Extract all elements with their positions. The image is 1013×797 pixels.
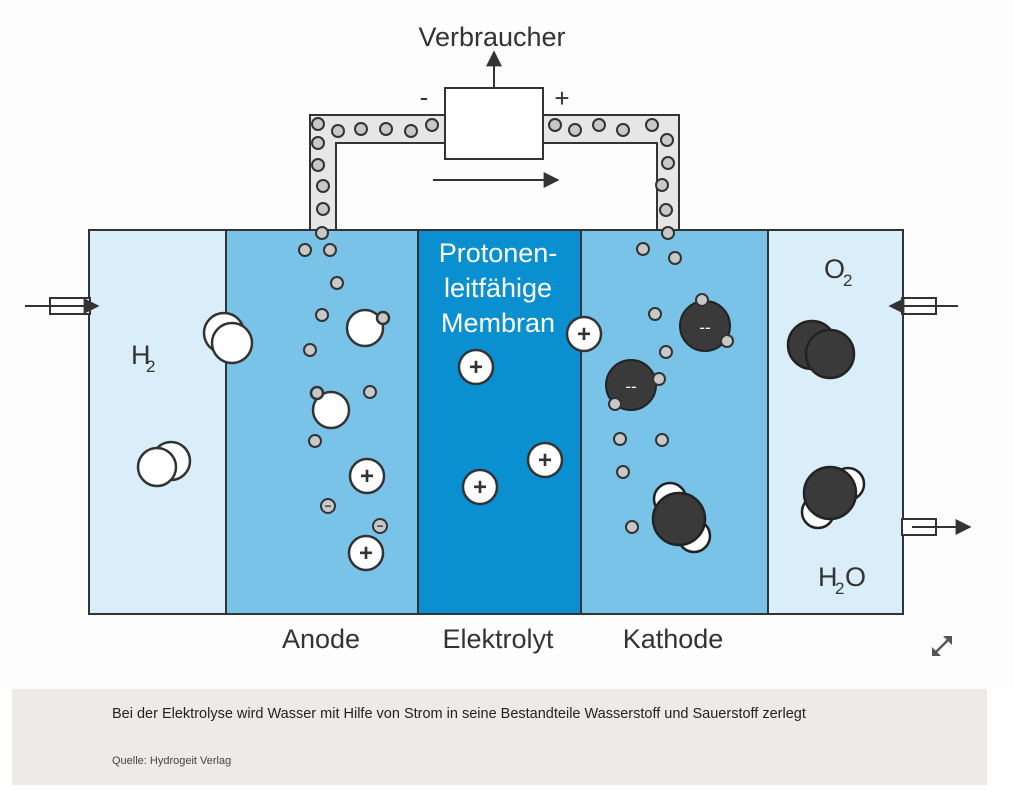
minus-terminal: - — [420, 82, 429, 112]
wire-electrons — [311, 117, 675, 217]
caption-text: Bei der Elektrolyse wird Wasser mit Hilf… — [112, 706, 806, 722]
svg-text:O: O — [845, 562, 866, 592]
consumer-box — [444, 87, 544, 160]
svg-text:+: + — [577, 321, 591, 348]
svg-text:H: H — [818, 562, 838, 592]
svg-text:2: 2 — [146, 357, 155, 376]
svg-text:−: − — [376, 519, 383, 533]
membrane-label-line-2: leitfähige — [444, 273, 552, 303]
oxygen-chamber — [767, 229, 904, 615]
h2-inlet-pipe — [25, 297, 100, 315]
electron: − — [320, 498, 336, 514]
caption-source: Quelle: Hydrogeit Verlag — [112, 755, 232, 767]
svg-text:+: + — [359, 540, 373, 567]
consumer-label: Verbraucher — [418, 22, 565, 52]
cathode-region — [580, 229, 769, 615]
anode-electrons — [298, 226, 377, 448]
membrane-label-line-3: Membran — [441, 308, 555, 338]
proton: + — [565, 315, 603, 353]
membrane-label-line-1: Protonen- — [439, 238, 558, 268]
proton: + — [461, 468, 499, 506]
o2-inlet-pipe — [888, 297, 958, 315]
electrolyte-label: Elektrolyt — [442, 624, 554, 654]
svg-text:2: 2 — [843, 271, 852, 290]
electrolysis-diagram: Verbraucher - + + — [25, 22, 972, 654]
hydrogen-atom — [345, 308, 391, 348]
cathode-label: Kathode — [623, 624, 724, 654]
hydrogen-atom — [309, 385, 351, 430]
electrolysis-diagram-svg: Verbraucher - + + — [25, 22, 972, 654]
o2-label: O 2 — [824, 254, 852, 290]
membrane-region — [417, 229, 582, 615]
proton: + — [526, 441, 564, 479]
svg-text:+: + — [473, 474, 487, 501]
svg-text:−: − — [324, 499, 331, 513]
h2-molecule — [136, 440, 192, 488]
anode-label: Anode — [282, 624, 360, 654]
svg-text:--: -- — [625, 377, 636, 396]
hydrogen-chamber — [88, 229, 227, 615]
h2o-label: H 2 O — [818, 562, 866, 598]
electron: − — [372, 518, 388, 534]
cathode-electrons — [613, 226, 682, 534]
oxygen-ion: -- — [605, 359, 666, 411]
plus-terminal: + — [554, 83, 569, 113]
proton: + — [347, 534, 385, 572]
svg-text:O: O — [824, 254, 845, 284]
proton: + — [457, 348, 495, 386]
svg-text:+: + — [360, 463, 374, 490]
svg-text:+: + — [469, 354, 483, 381]
svg-text:+: + — [538, 447, 552, 474]
oxygen-ion: -- — [679, 293, 734, 352]
svg-text:2: 2 — [835, 579, 844, 598]
h2o-outlet-pipe — [901, 518, 972, 536]
proton: + — [348, 457, 386, 495]
h2-molecule — [202, 311, 254, 365]
figure-caption: Bei der Elektrolyse wird Wasser mit Hilf… — [12, 689, 987, 785]
svg-text:--: -- — [699, 318, 710, 337]
expand-arrows-icon[interactable] — [924, 628, 960, 664]
water-molecule — [800, 465, 866, 530]
water-molecule — [651, 481, 712, 554]
h2-label: H 2 — [131, 340, 155, 376]
svg-text:H: H — [131, 340, 151, 370]
o2-molecule — [786, 319, 856, 380]
